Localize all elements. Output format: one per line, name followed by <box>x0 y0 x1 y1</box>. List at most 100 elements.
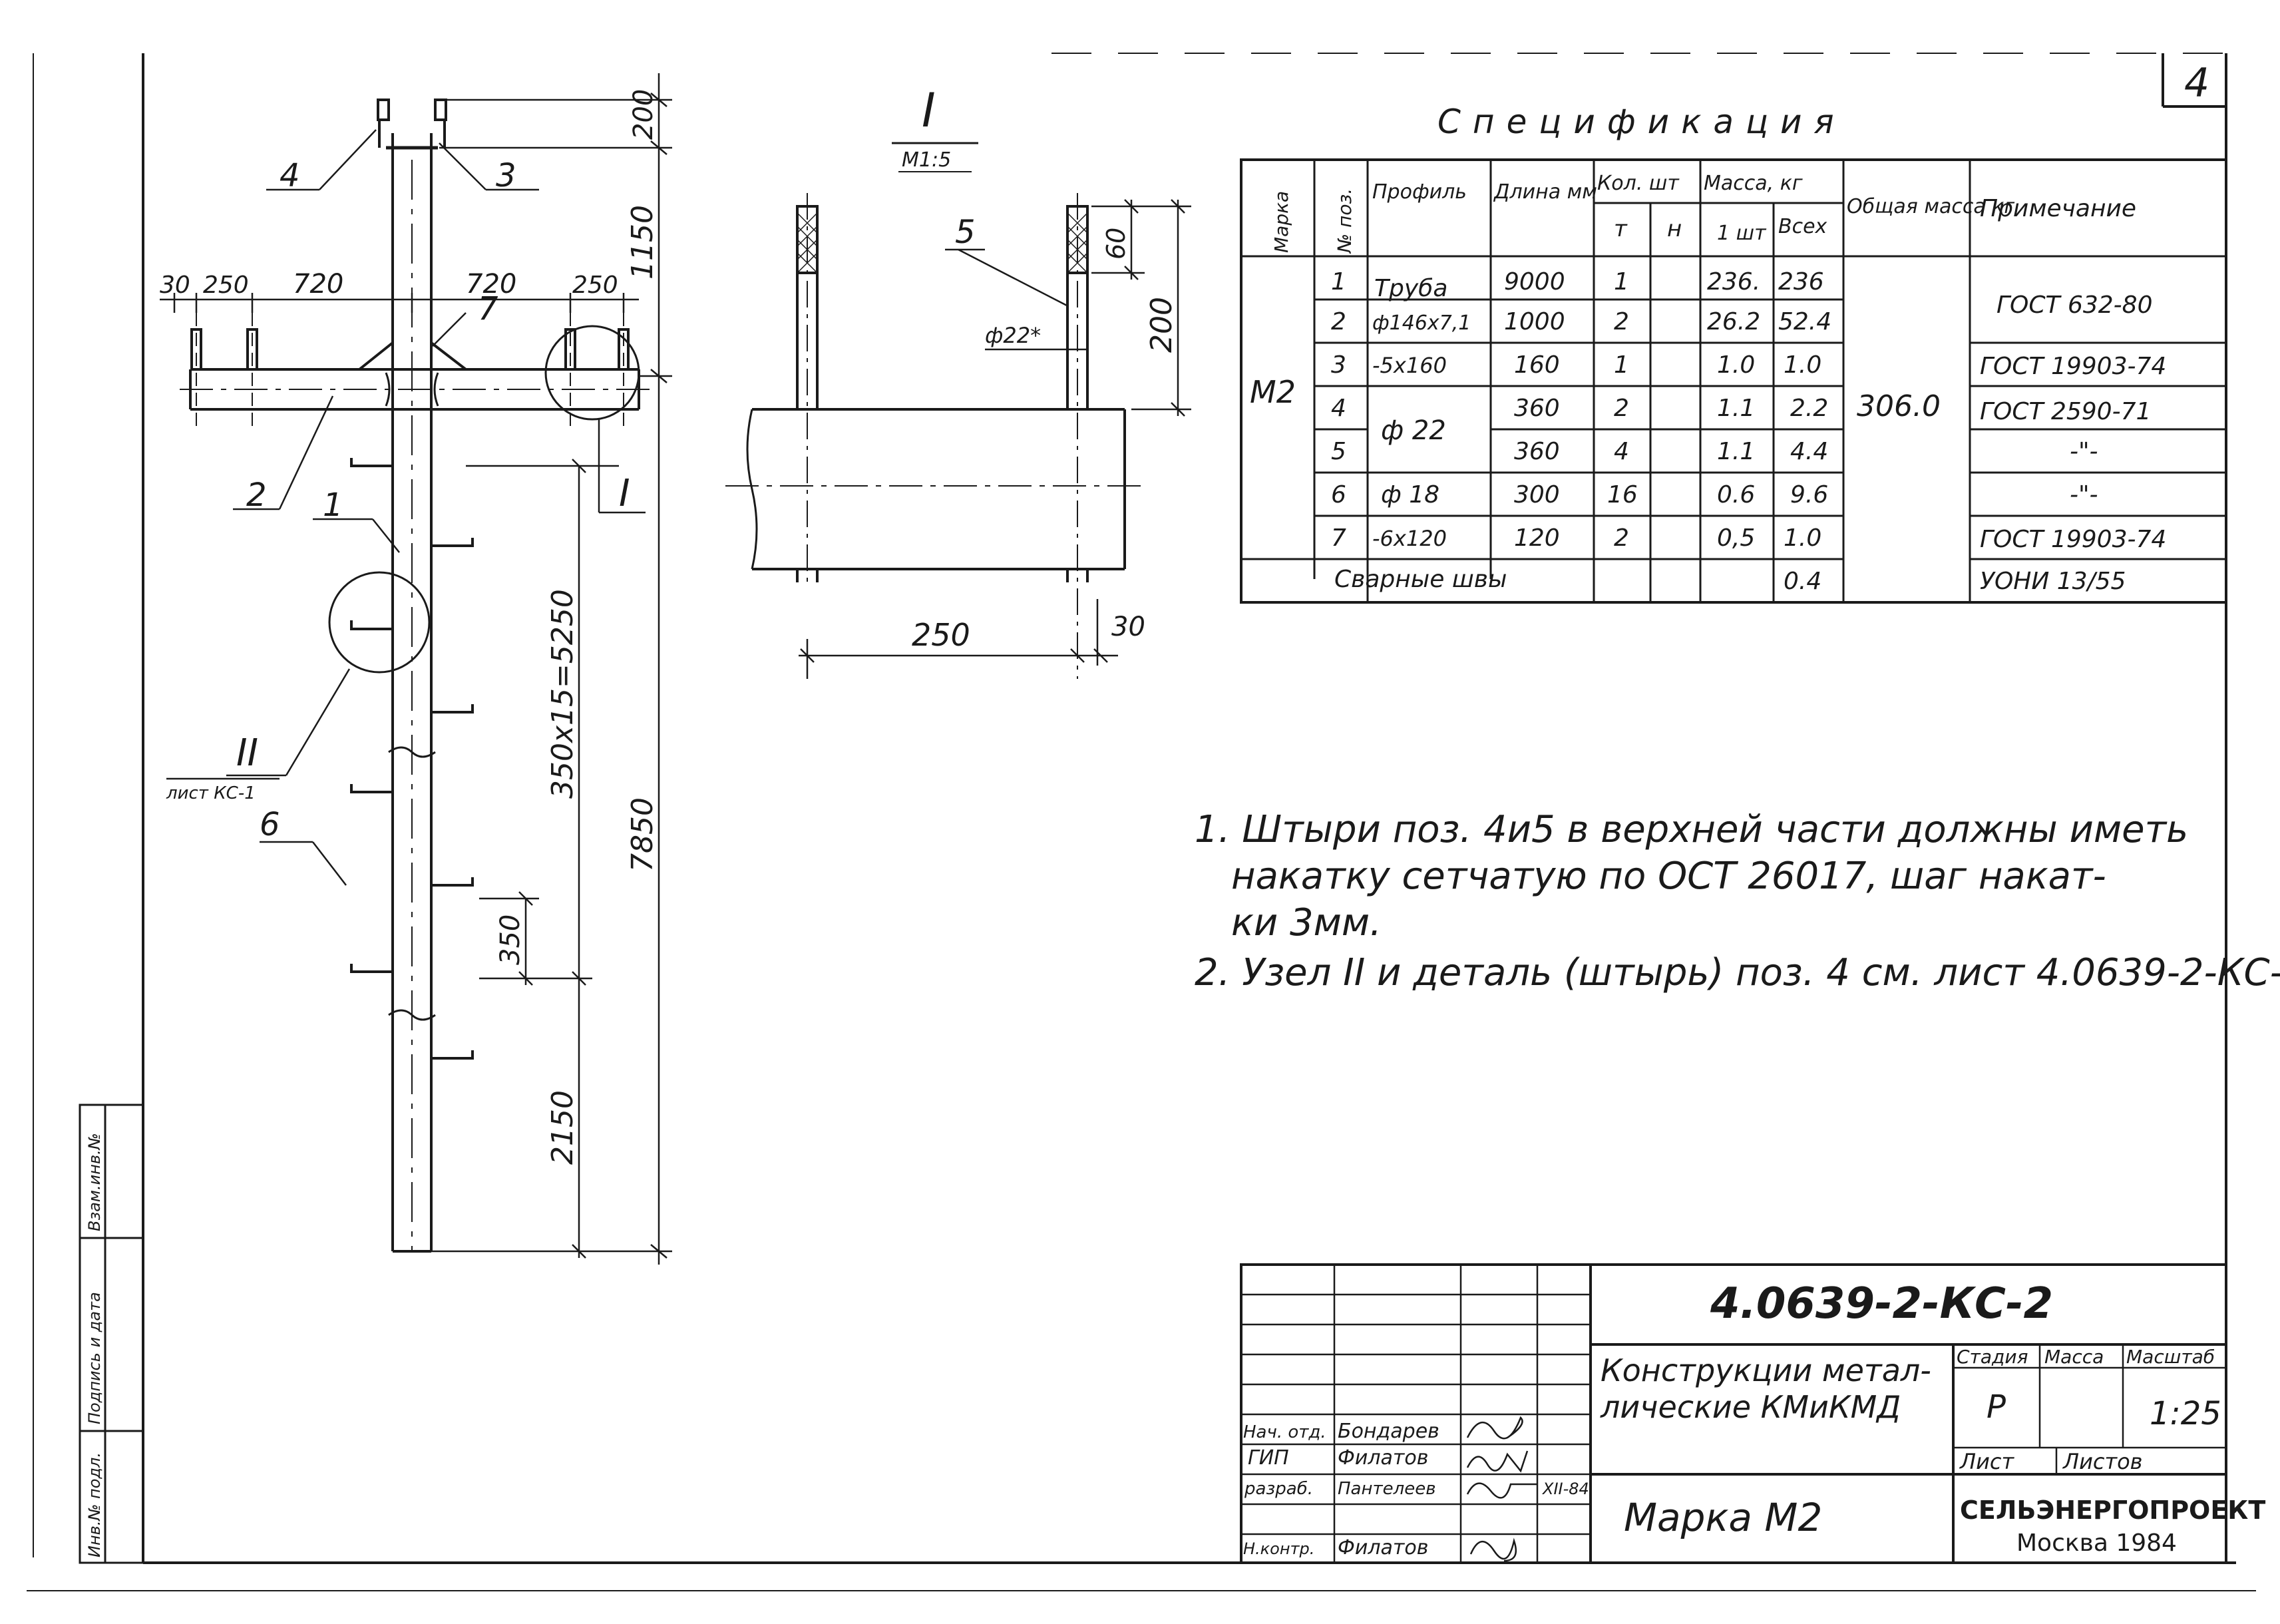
dim-1150: 1150 <box>626 205 660 280</box>
node-II-ref: лист КС-1 <box>166 783 256 803</box>
mark-label: Марка М2 <box>1624 1495 1822 1540</box>
org-city: Москва 1984 <box>2016 1529 2177 1557</box>
org-name: СЕЛЬЭНЕРГОПРОЕКТ <box>1960 1496 2265 1525</box>
name-head: Бондарев <box>1338 1420 1439 1443</box>
doc-code: 4.0639-2-КС-2 <box>1710 1279 2053 1328</box>
row1-one: 236. <box>1707 268 1760 296</box>
row5-length: 360 <box>1514 438 1560 465</box>
dim-250-right: 250 <box>572 272 618 299</box>
row2-length: 1000 <box>1504 308 1565 335</box>
role-head: Нач. отд. <box>1243 1422 1326 1442</box>
note-2: ГОСТ 19903-74 <box>1980 353 2166 380</box>
general-note-line-3: ки 3мм. <box>1231 901 1382 944</box>
leader-lines <box>226 129 646 886</box>
row4-one: 1.1 <box>1717 395 1755 422</box>
general-note-line-2: накатку сетчатую по ОСТ 26017, шаг накат… <box>1231 855 2106 898</box>
note-6: ГОСТ 19903-74 <box>1980 526 2166 553</box>
hdr-count-n: н <box>1667 216 1682 242</box>
row7-profile: -6x120 <box>1372 526 1447 551</box>
side-stamp: Инв.№ подл. Подпись и дата Взам.инв.№ <box>79 1104 144 1564</box>
row1-all: 236 <box>1778 268 1824 296</box>
welds-label: Сварные швы <box>1334 566 1507 593</box>
scale-header: Масштаб <box>2126 1346 2215 1368</box>
row6-length: 300 <box>1514 481 1560 508</box>
detail-I-dim-250: 250 <box>912 617 970 653</box>
hdr-count: Кол. шт <box>1597 172 1680 195</box>
dim-5250: 350x15=5250 <box>546 589 580 799</box>
side-stamp-inv: Инв.№ подл. <box>85 1452 104 1557</box>
row2-one: 26.2 <box>1707 308 1760 335</box>
general-notes: 1. Штыри поз. 4и5 в верхней части должны… <box>1195 808 2280 994</box>
stage-header: Стадия <box>1957 1346 2028 1368</box>
row3-length: 160 <box>1514 351 1560 379</box>
cell-mark: М2 <box>1250 374 1296 410</box>
row5-one: 1.1 <box>1717 438 1755 465</box>
step-rungs <box>350 458 474 1060</box>
spec-title: Спецификация <box>1437 102 1846 141</box>
hdr-pos: № поз. <box>1334 188 1356 254</box>
row5-t: 4 <box>1614 438 1629 465</box>
cell-total: 306.0 <box>1857 389 1941 423</box>
top-pins <box>377 99 447 148</box>
pos-label-7: 7 <box>478 290 498 327</box>
role-dev: разраб. <box>1244 1479 1313 1499</box>
row5-pos: 5 <box>1331 438 1346 465</box>
general-note-line-1: 1. Штыри поз. 4и5 в верхней части должны… <box>1195 808 2188 851</box>
note-4: -"- <box>2070 438 2098 465</box>
row4-all: 2.2 <box>1790 395 1828 422</box>
dim-7850: 7850 <box>626 797 660 872</box>
dim-30: 30 <box>160 272 190 299</box>
detail-I-pos-5: 5 <box>955 214 976 251</box>
row7-pos: 7 <box>1331 524 1346 552</box>
row7-t: 2 <box>1614 524 1629 552</box>
sheet-number-box: 4 <box>2162 53 2226 108</box>
role-norm: Н.контр. <box>1243 1539 1314 1558</box>
row6-profile: ф 18 <box>1381 481 1439 508</box>
row2-all: 52.4 <box>1778 308 1831 335</box>
hdr-mass-all: Всех <box>1778 215 1827 238</box>
knurl-hatch <box>797 212 1088 274</box>
row1-t: 1 <box>1614 268 1629 296</box>
hdr-mark: Марка <box>1270 191 1292 253</box>
note-1: ГОСТ 632-80 <box>1996 292 2152 319</box>
welds-mass: 0.4 <box>1784 568 1821 595</box>
hdr-note: Примечание <box>1980 195 2136 222</box>
date-dev: XII-84 <box>1541 1480 1589 1498</box>
detail-I-dims <box>799 199 1191 679</box>
detail-I-title: I <box>922 83 936 138</box>
pos-label-6: 6 <box>260 806 280 843</box>
detail-I-scale: М1:5 <box>902 148 951 172</box>
dimension-lines <box>160 73 672 1265</box>
node-label-II: II <box>236 731 258 775</box>
row1-profile: Труба <box>1374 275 1447 302</box>
pos-label-4: 4 <box>280 157 300 194</box>
cell-profile-merged: ф 22 <box>1381 415 1446 446</box>
detail-I-dim-60: 60 <box>1101 228 1131 260</box>
row4-t: 2 <box>1614 395 1629 422</box>
detail-I-dim-200: 200 <box>1145 297 1179 353</box>
title-block: 4.0639-2-КС-2 Конструкции метал- лически… <box>1240 1263 2265 1564</box>
side-stamp-replace: Взам.инв.№ <box>85 1133 104 1231</box>
detail-circles <box>328 325 640 674</box>
doc-description-1: Конструкции метал- <box>1601 1352 1931 1388</box>
dim-720-right: 720 <box>466 269 516 300</box>
detail-I-dim-d22: ф22* <box>985 323 1041 348</box>
row2-profile: ф146x7,1 <box>1372 311 1471 335</box>
hdr-count-t: т <box>1614 216 1628 242</box>
note-3: ГОСТ 2590-71 <box>1980 398 2151 425</box>
note-7: УОНИ 13/55 <box>1980 568 2126 595</box>
row1-pos: 1 <box>1331 268 1346 296</box>
name-norm: Филатов <box>1338 1536 1428 1559</box>
row1-length: 9000 <box>1504 268 1565 296</box>
specification-table: Спецификация <box>1240 102 2227 604</box>
dim-200-top: 200 <box>628 89 659 140</box>
row2-t: 2 <box>1614 308 1629 335</box>
sheets-header: Листов <box>2062 1449 2143 1474</box>
dim-720-left: 720 <box>293 269 343 300</box>
row4-pos: 4 <box>1331 395 1346 422</box>
row7-length: 120 <box>1514 524 1560 552</box>
row7-all: 1.0 <box>1784 524 1821 552</box>
signatures <box>1466 1416 1537 1562</box>
dim-350: 350 <box>495 914 526 965</box>
